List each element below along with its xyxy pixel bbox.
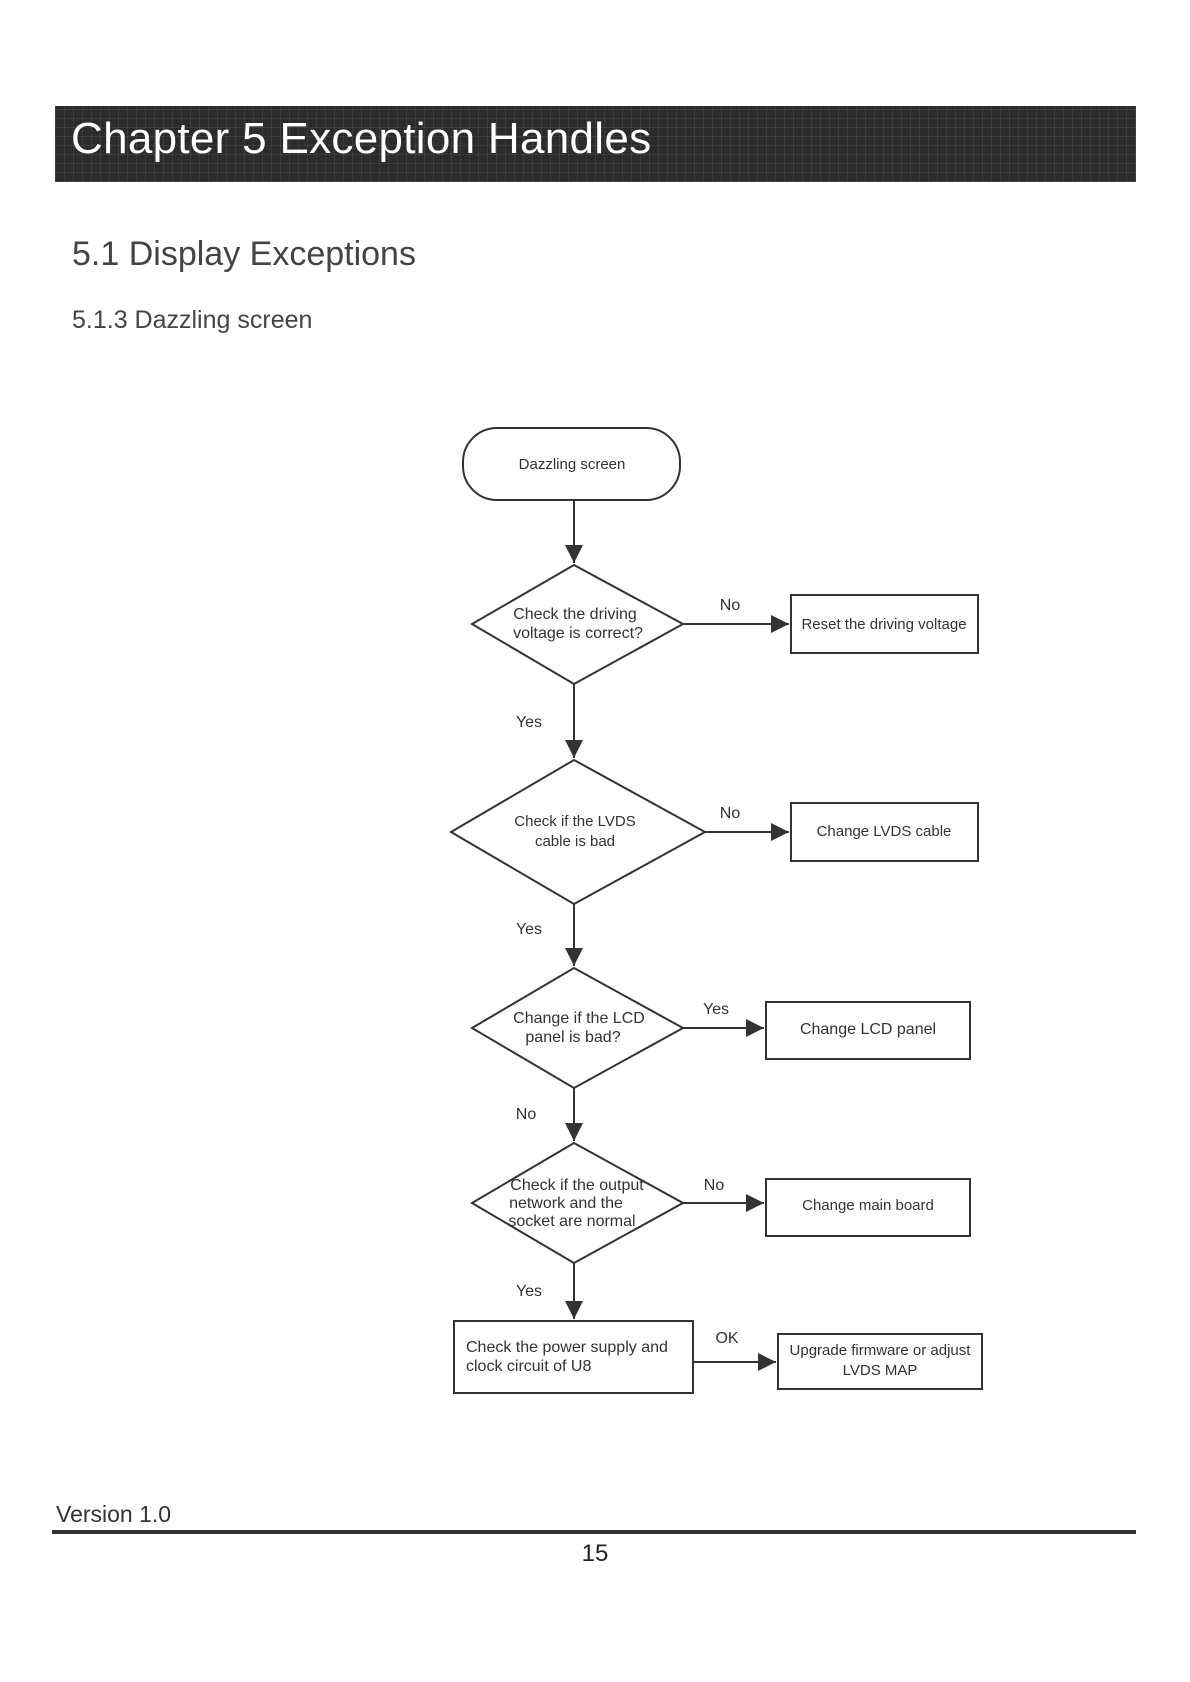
final-line-1: Upgrade firmware or adjust: [790, 1342, 972, 1359]
process-line-1: Check the power supply and: [466, 1339, 668, 1356]
decision-2-no-label: No: [720, 805, 741, 822]
decision-3-no-label: No: [516, 1106, 537, 1123]
decision-3-diamond: [470, 966, 686, 1090]
chapter-banner: Chapter 5 Exception Handles: [55, 106, 1136, 182]
decision-4-line-3: socket are normal: [508, 1213, 635, 1230]
decision-2-yes-label: Yes: [516, 921, 542, 938]
decision-1-yes-label: Yes: [516, 714, 542, 731]
decision-4-line-2: network and the: [509, 1195, 623, 1212]
action-2-box: [790, 802, 979, 862]
decision-3-yes-label: Yes: [703, 1001, 729, 1018]
chapter-title: Chapter 5 Exception Handles: [71, 114, 652, 163]
decision-4-yes-label: Yes: [516, 1283, 542, 1300]
decision-2-line-2: cable is bad: [535, 833, 615, 850]
start-label: Dazzling screen: [519, 456, 626, 473]
decision-1-line-2: voltage is correct?: [513, 625, 643, 642]
section-title: 5.1 Display Exceptions: [72, 235, 416, 273]
process-line-2: clock circuit of U8: [466, 1358, 591, 1375]
final-line-2: LVDS MAP: [843, 1362, 918, 1379]
action-2-label: Change LVDS cable: [817, 823, 952, 840]
process-ok-label: OK: [715, 1330, 738, 1347]
decision-4-no-label: No: [704, 1177, 725, 1194]
footer-version: Version 1.0: [56, 1501, 172, 1527]
page-number: 15: [581, 1540, 609, 1567]
action-4-box: [765, 1178, 971, 1237]
action-4-label: Change main board: [802, 1197, 934, 1214]
footer-divider: [52, 1530, 1136, 1534]
decision-2-line-1: Check if the LVDS: [514, 813, 635, 830]
decision-3-line-2: panel is bad?: [525, 1029, 620, 1046]
decision-4-line-1: Check if the output: [510, 1177, 644, 1194]
action-3-label: Change LCD panel: [800, 1021, 936, 1038]
decision-3-line-1: Change if the LCD: [513, 1010, 645, 1027]
action-1-label: Reset the driving voltage: [801, 616, 966, 633]
start-terminal: [462, 427, 681, 501]
process-box: [453, 1320, 694, 1394]
decision-2-diamond: [449, 758, 708, 906]
action-3-box: [765, 1001, 971, 1060]
subsection-title: 5.1.3 Dazzling screen: [72, 306, 313, 334]
final-box: [777, 1333, 983, 1390]
action-1-box: [790, 594, 979, 654]
decision-1-line-1: Check the driving: [513, 606, 637, 623]
decision-1-no-label: No: [720, 597, 741, 614]
